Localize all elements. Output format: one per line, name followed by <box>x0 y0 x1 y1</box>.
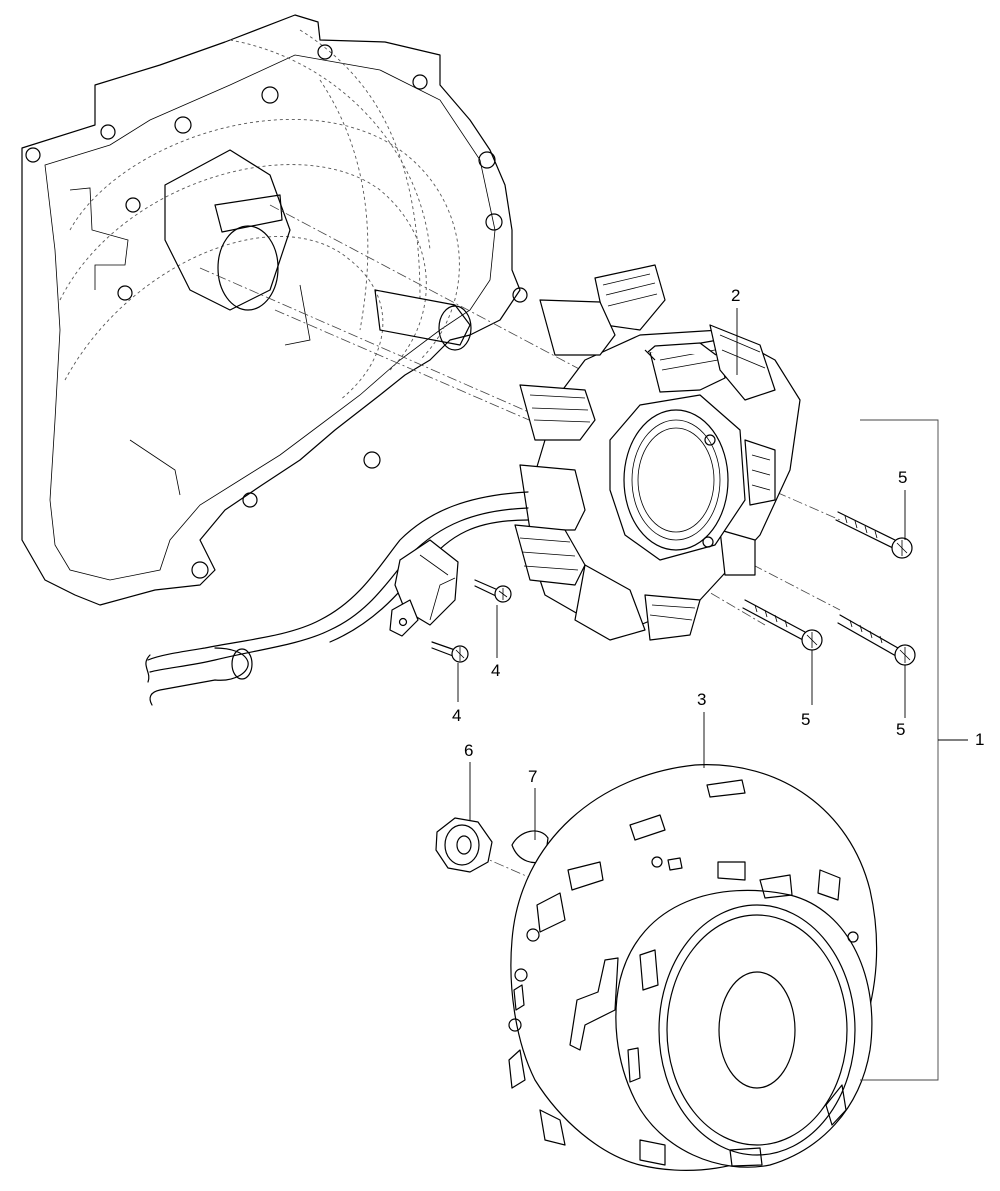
stator-bolt-lower <box>837 614 916 666</box>
screw-sensor-lower <box>431 641 469 663</box>
stator <box>514 264 801 641</box>
engine-cover <box>21 14 528 606</box>
callout-2: 2 <box>731 286 741 305</box>
stator-bolt-upper <box>835 511 913 559</box>
callout-1: 1 <box>975 730 985 749</box>
callout-5-lower: 5 <box>896 720 906 739</box>
callout-4-upper: 4 <box>491 661 501 680</box>
wiring-harness <box>145 491 529 706</box>
callout-5-upper: 5 <box>898 468 908 487</box>
flywheel-rotor <box>508 764 878 1171</box>
stator-bolt-middle <box>742 599 823 651</box>
callout-6: 6 <box>464 741 474 760</box>
callout-3: 3 <box>697 690 707 709</box>
assembly-bracket <box>860 419 968 1081</box>
callout-4-lower: 4 <box>452 706 462 725</box>
flange-nut <box>435 817 493 873</box>
callout-7: 7 <box>528 767 538 786</box>
callout-5-middle: 5 <box>801 710 811 729</box>
leader-lines <box>457 308 906 840</box>
screw-sensor-upper <box>474 579 512 603</box>
pulse-sensor <box>389 539 459 637</box>
